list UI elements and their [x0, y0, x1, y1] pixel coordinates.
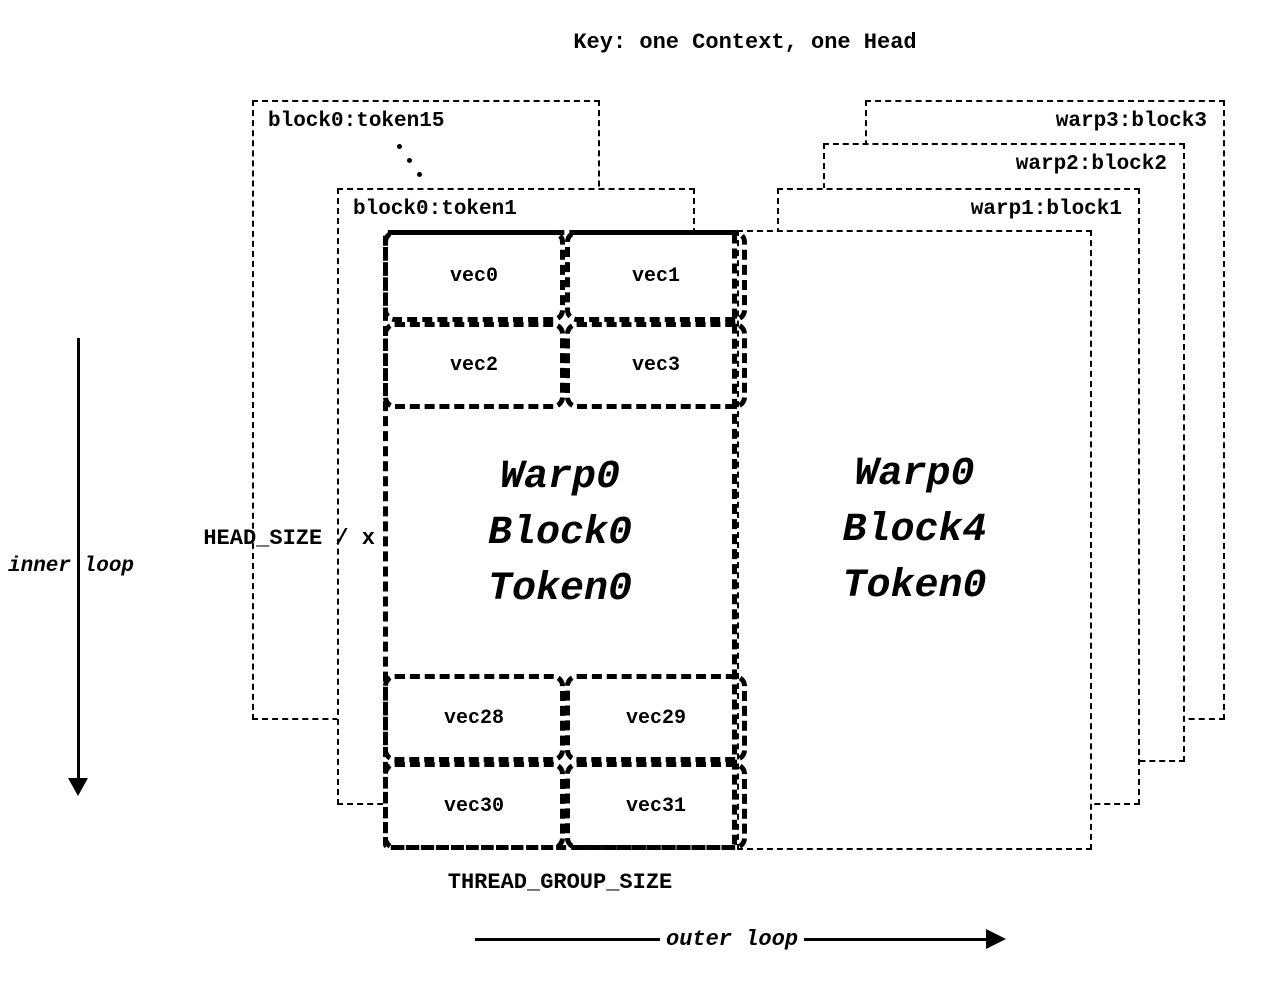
inner-loop-label: inner loop [8, 555, 135, 578]
vec1-cell: vec1 [565, 230, 747, 322]
vec30-cell: vec30 [383, 762, 565, 850]
inner-loop-arrow [77, 338, 80, 780]
warp0-block0-token0-label: Warp0 Block0 Token0 [388, 450, 732, 618]
top-vec-grid: vec0 vec1 vec2 vec3 [383, 230, 747, 409]
center-line: Block4 [842, 508, 987, 553]
block0-token15-label: block0:token15 [268, 110, 445, 133]
bottom-vec-grid: vec28 vec29 vec30 vec31 [383, 674, 747, 850]
warp0-block4-token0-box: Warp0 Block4 Token0 [737, 230, 1092, 850]
outer-loop-label: outer loop [660, 927, 805, 952]
warp1-block1-label: warp1:block1 [970, 198, 1122, 221]
vec2-cell: vec2 [383, 322, 565, 409]
center-line: Token0 [487, 567, 633, 612]
vec28-cell: vec28 [383, 674, 565, 762]
block0-token1-label: block0:token1 [353, 198, 517, 221]
inner-loop-arrow-head-icon [68, 778, 88, 796]
diagonal-ellipsis-dot [397, 144, 402, 149]
diagonal-ellipsis-dot [417, 172, 422, 177]
center-line: Warp0 [499, 455, 621, 500]
vec0-cell: vec0 [383, 230, 565, 322]
thread-group-size-label: THREAD_GROUP_SIZE [447, 870, 673, 895]
diagonal-ellipsis-dot [407, 158, 412, 163]
outer-loop-arrow-head-icon [986, 929, 1006, 949]
center-line: Warp0 [854, 452, 975, 497]
warp0-block0-token0-box: vec0 vec1 vec2 vec3 Warp0 Block0 Token0 … [383, 230, 747, 850]
warp0-block4-token0-label: Warp0 Block4 Token0 [739, 447, 1090, 615]
warp3-block3-label: warp3:block3 [1055, 110, 1207, 133]
vec29-cell: vec29 [565, 674, 747, 762]
warp2-block2-label: warp2:block2 [1015, 153, 1167, 176]
diagram-title: Key: one Context, one Head [573, 30, 917, 55]
vec31-cell: vec31 [565, 762, 747, 850]
center-line: Token0 [842, 564, 987, 609]
head-size-label: HEAD_SIZE / x [203, 526, 375, 551]
vec3-cell: vec3 [565, 322, 747, 409]
center-line: Block0 [487, 511, 633, 556]
